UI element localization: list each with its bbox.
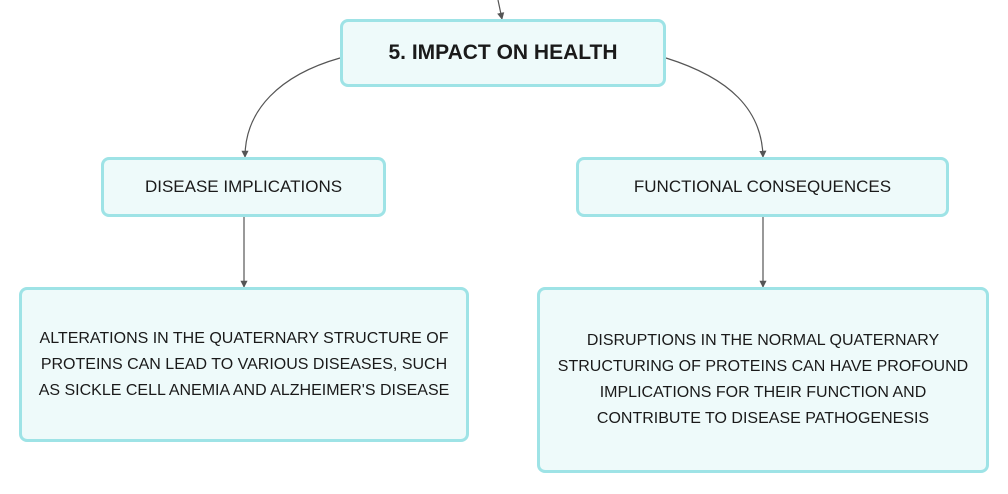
root-node[interactable]: 5. IMPACT ON HEALTH <box>340 19 666 87</box>
functional-consequences-detail-node[interactable]: DISRUPTIONS IN THE NORMAL QUATERNARY STR… <box>537 287 989 473</box>
disease-implications-node[interactable]: DISEASE IMPLICATIONS <box>101 157 386 217</box>
disease-implications-detail-node[interactable]: ALTERATIONS IN THE QUATERNARY STRUCTURE … <box>19 287 469 442</box>
functional-consequences-label: FUNCTIONAL CONSEQUENCES <box>633 177 892 196</box>
disease-implications-detail-text: ALTERATIONS IN THE QUATERNARY STRUCTURE … <box>38 329 450 399</box>
connector-root-to-disease <box>241 57 341 158</box>
root-label: 5. IMPACT ON HEALTH <box>388 41 618 64</box>
functional-consequences-detail-text: DISRUPTIONS IN THE NORMAL QUATERNARY STR… <box>557 332 969 427</box>
connector-root-to-functional <box>665 57 767 158</box>
functional-consequences-node[interactable]: FUNCTIONAL CONSEQUENCES <box>576 157 949 217</box>
disease-implications-label: DISEASE IMPLICATIONS <box>144 177 343 196</box>
connector-incoming <box>497 0 505 20</box>
